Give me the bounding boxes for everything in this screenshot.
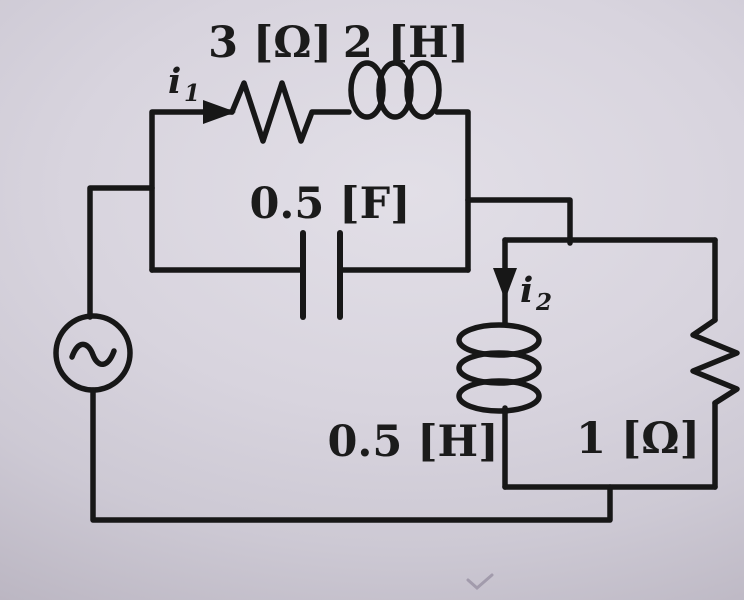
wire-connector-right xyxy=(465,197,573,246)
wire-top-loop-right xyxy=(434,109,471,273)
label-current-i2: i 2 xyxy=(520,270,552,316)
coil-loop xyxy=(348,60,386,120)
coil-loop xyxy=(376,60,414,120)
current-i1-subscript: 1 xyxy=(184,80,200,107)
stray-pen-mark xyxy=(466,573,494,590)
wire-source-top xyxy=(87,185,155,320)
coil-loop xyxy=(404,60,442,120)
resistor-symbol-right xyxy=(690,317,740,406)
label-capacitor: 0.5 [F] xyxy=(250,179,411,229)
resistor-symbol-top xyxy=(229,80,352,144)
label-right-inductor: 0.5 [H] xyxy=(327,417,498,467)
inductor-symbol-top xyxy=(348,60,442,120)
label-top-resistor: 3 [Ω] xyxy=(208,18,332,68)
label-right-resistor: 1 [Ω] xyxy=(576,414,700,464)
capacitor-symbol xyxy=(300,230,343,320)
right-loop xyxy=(456,237,740,490)
current-arrow-i2 xyxy=(493,268,517,300)
label-top-inductor: 2 [H] xyxy=(343,18,469,68)
label-current-i1: i 1 xyxy=(168,61,200,107)
current-arrow-i1 xyxy=(203,100,236,124)
inductor-symbol-right xyxy=(456,322,542,414)
sine-wave-icon xyxy=(69,341,117,367)
wire-bottom-return xyxy=(90,387,613,523)
current-i2-subscript: 2 xyxy=(535,289,552,316)
source-branch xyxy=(53,185,613,523)
top-loop xyxy=(149,60,471,320)
coil-loop xyxy=(456,378,542,414)
current-i2-symbol: i xyxy=(520,270,533,311)
current-i1-symbol: i xyxy=(168,61,181,102)
wire-top-loop-left xyxy=(149,109,235,273)
